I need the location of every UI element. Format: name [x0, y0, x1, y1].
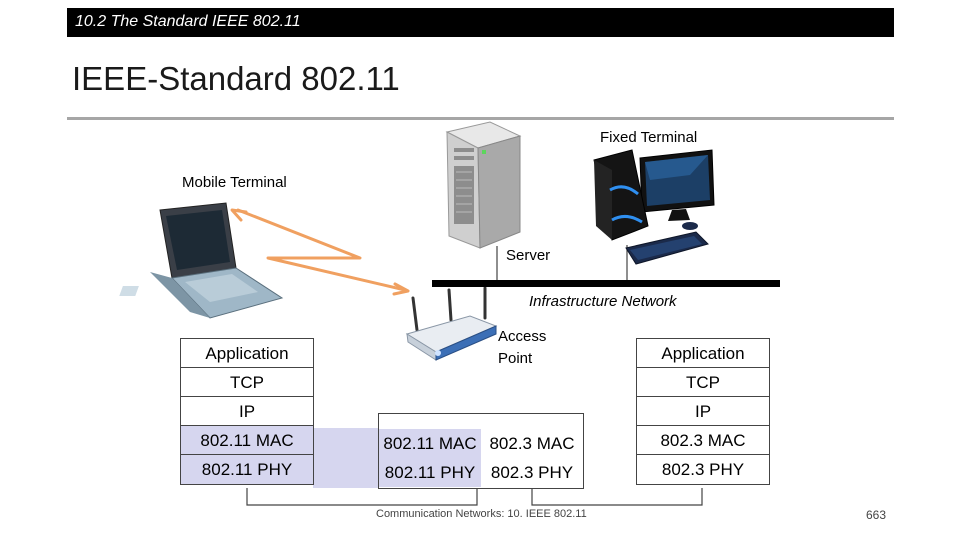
- stack-layer-tcp: TCP: [637, 368, 769, 397]
- infrastructure-network-label: Infrastructure Network: [529, 293, 677, 310]
- section-header-bar: 10.2 The Standard IEEE 802.11: [67, 8, 894, 37]
- access-point-router-icon: [405, 286, 498, 361]
- bottom-link-left: [246, 488, 478, 506]
- stack-layer-phy: 802.3 PHY: [490, 463, 574, 482]
- ap-wireless-column: 802.11 MAC 802.11 PHY: [379, 429, 481, 487]
- laptop-icon: [119, 202, 284, 319]
- stack-layer-phy: 802.11 PHY: [181, 455, 313, 484]
- ap-wired-column: 802.3 MAC 802.3 PHY: [481, 429, 583, 487]
- stack-layer-mac: 802.11 MAC: [379, 429, 481, 458]
- title-divider: [67, 117, 894, 120]
- footer-text: Communication Networks: 10. IEEE 802.11: [376, 508, 587, 520]
- server-label: Server: [506, 247, 551, 264]
- stack-layer-application: Application: [637, 339, 769, 368]
- stack-layer-phy: 802.11 PHY: [379, 458, 481, 487]
- fixed-terminal-label: Fixed Terminal: [600, 129, 698, 146]
- access-point-label: Access Point: [498, 328, 547, 367]
- access-point-protocol-stack: 802.11 MAC 802.11 PHY 802.3 MAC 802.3 PH…: [378, 413, 584, 489]
- stack-layer-mac: 802.3 MAC: [489, 434, 575, 453]
- stack-layer-phy: 802.3 PHY: [661, 460, 745, 479]
- page-title: IEEE-Standard 802.11: [72, 60, 400, 97]
- desktop-computer-icon: [593, 149, 715, 265]
- radio-link-highlight: [313, 428, 378, 488]
- radio-link-zigzag: [230, 208, 410, 296]
- fixed-protocol-stack: Application TCP IP 802.3 MAC 802.3 PHY: [636, 338, 770, 485]
- section-title: 10.2 The Standard IEEE 802.11: [75, 13, 301, 30]
- stack-layer-tcp: TCP: [181, 368, 313, 397]
- mobile-terminal-label: Mobile Terminal: [182, 174, 287, 191]
- server-icon: [445, 121, 522, 249]
- page-number: 663: [866, 508, 887, 522]
- stack-layer-mac: 802.11 MAC: [181, 426, 313, 455]
- bottom-link-right: [531, 488, 703, 506]
- infrastructure-network-bus: [432, 280, 780, 287]
- stack-layer-ip: IP: [181, 397, 313, 426]
- stack-layer-ip: IP: [637, 397, 769, 426]
- mobile-protocol-stack: Application TCP IP 802.11 MAC 802.11 PHY: [180, 338, 314, 485]
- stack-layer-mac: 802.3 MAC: [637, 426, 769, 455]
- stack-layer-application: Application: [181, 339, 313, 368]
